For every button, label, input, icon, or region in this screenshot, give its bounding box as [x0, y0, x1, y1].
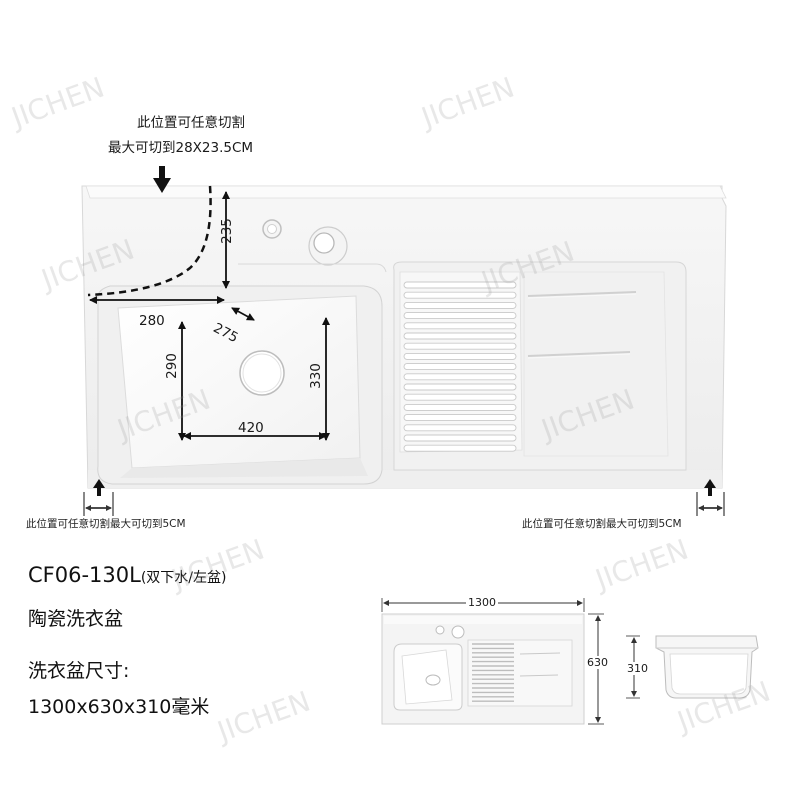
- product-name: 陶瓷洗衣盆: [28, 608, 124, 630]
- right-edge-cut-note: 此位置可任意切割最大可切到5CM: [522, 518, 682, 530]
- top-view-thumbnail: [381, 598, 604, 725]
- washboard-rib: [403, 281, 517, 289]
- size-value: 1300x630x310毫米: [28, 696, 210, 718]
- washboard-area: [393, 261, 687, 471]
- washboard-rib: [403, 342, 517, 350]
- right-edge-cut-marker: [696, 479, 725, 516]
- model-number: CF06-130L: [28, 563, 141, 587]
- dim-label-basin-depth-right: 330: [308, 363, 324, 389]
- washboard-rib: [403, 424, 517, 432]
- washboard-rib: [403, 312, 517, 320]
- cut-corner-note-line1: 此位置可任意切割: [137, 115, 245, 131]
- dim-label-basin-depth-left: 290: [164, 353, 180, 379]
- dim-label-basin-width: 420: [238, 420, 264, 436]
- dim-label-overall-width: 1300: [466, 596, 498, 609]
- washboard-rib: [403, 373, 517, 381]
- washboard-rib: [403, 393, 517, 401]
- washboard-rib: [403, 291, 517, 299]
- washboard-rib: [403, 383, 517, 391]
- washboard-rib: [403, 363, 517, 371]
- model-note: (双下水/左盆): [140, 570, 227, 586]
- washboard-rib: [403, 332, 517, 340]
- dim-label-overall-height: 310: [627, 662, 648, 675]
- cut-corner-note-line2: 最大可切到28X23.5CM: [108, 140, 254, 156]
- dim-label-corner-width: 280: [139, 313, 165, 329]
- cut-corner-arrow: [153, 166, 171, 193]
- model-heading: CF06-130L(双下水/左盆): [28, 563, 226, 587]
- dim-label-corner-height: 235: [219, 218, 235, 244]
- dim-line-diagonal: [231, 307, 255, 321]
- washboard-rib: [403, 322, 517, 330]
- cut-line-dashed: [87, 185, 212, 297]
- washboard-rib: [403, 352, 517, 360]
- washboard-rib: [403, 434, 517, 442]
- washboard-rib: [403, 414, 517, 422]
- washboard-rib: [403, 301, 517, 309]
- basin-drain: [239, 350, 285, 396]
- dim-label-overall-depth: 630: [587, 656, 608, 669]
- size-label: 洗衣盆尺寸:: [28, 660, 130, 682]
- washboard-rib: [403, 403, 517, 411]
- left-edge-cut-note: 此位置可任意切割最大可切到5CM: [26, 518, 186, 530]
- left-edge-cut-marker: [83, 479, 114, 516]
- side-view-thumbnail: [626, 635, 759, 699]
- washboard-rib: [403, 444, 517, 452]
- overflow-hole: [308, 226, 348, 266]
